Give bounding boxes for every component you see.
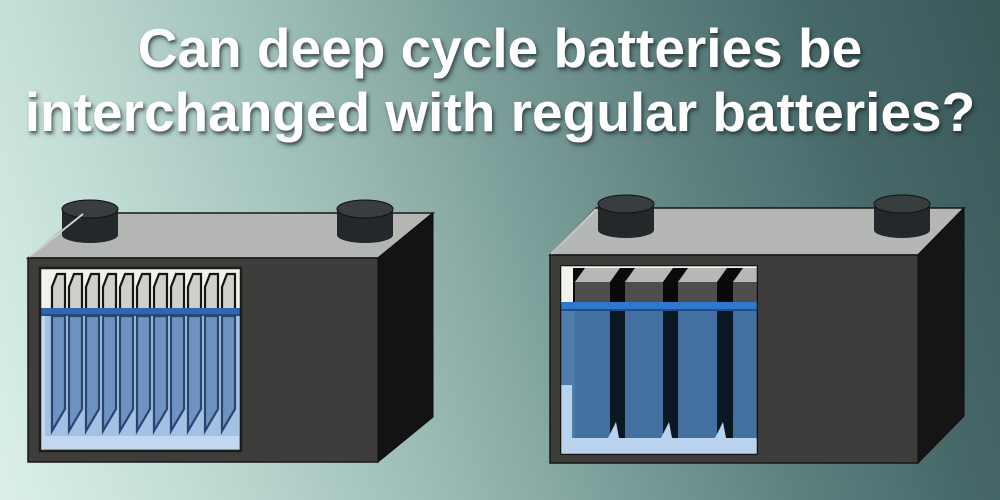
terminal-post (873, 194, 931, 238)
container-bottom-rim (42, 436, 239, 449)
thin-plate-wet (84, 314, 101, 436)
title-line-1: Can deep cycle batteries be (137, 17, 863, 79)
terminal-post (336, 199, 394, 243)
terminal-post (61, 199, 119, 243)
container-bottom-rim (560, 438, 758, 455)
deep-cycle-battery-illustration (548, 194, 966, 465)
thin-plate-wet (152, 314, 169, 436)
thick-plate-wet (575, 311, 610, 438)
thin-plate-wet (186, 314, 203, 436)
page-title: Can deep cycle batteries be interchanged… (0, 16, 1000, 144)
regular-battery-illustration (25, 199, 436, 464)
thick-plate-top (678, 268, 727, 282)
thin-plate-wet (101, 314, 118, 436)
cutaway-window (38, 266, 243, 453)
thick-plate-wet (625, 311, 663, 438)
thick-plate-wet (733, 311, 758, 438)
thin-plate-wet (220, 314, 237, 436)
thin-plate-wet (50, 314, 67, 436)
thin-plate-wet (135, 314, 152, 436)
thick-plate-top (625, 268, 673, 282)
thick-plate-top (733, 268, 758, 282)
thin-plate-wet (67, 314, 84, 436)
cutaway-window (560, 265, 758, 455)
thin-plate-wet (169, 314, 186, 436)
thin-plate-wet (203, 314, 220, 436)
electrolyte-surface-line (560, 302, 758, 311)
thin-plate-wet (118, 314, 135, 436)
terminal-post (597, 194, 655, 238)
electrolyte-surface-line (40, 308, 241, 316)
title-line-2: interchanged with regular batteries? (24, 81, 976, 143)
thick-plate-wet (678, 311, 717, 438)
thick-plate-top (575, 268, 620, 282)
